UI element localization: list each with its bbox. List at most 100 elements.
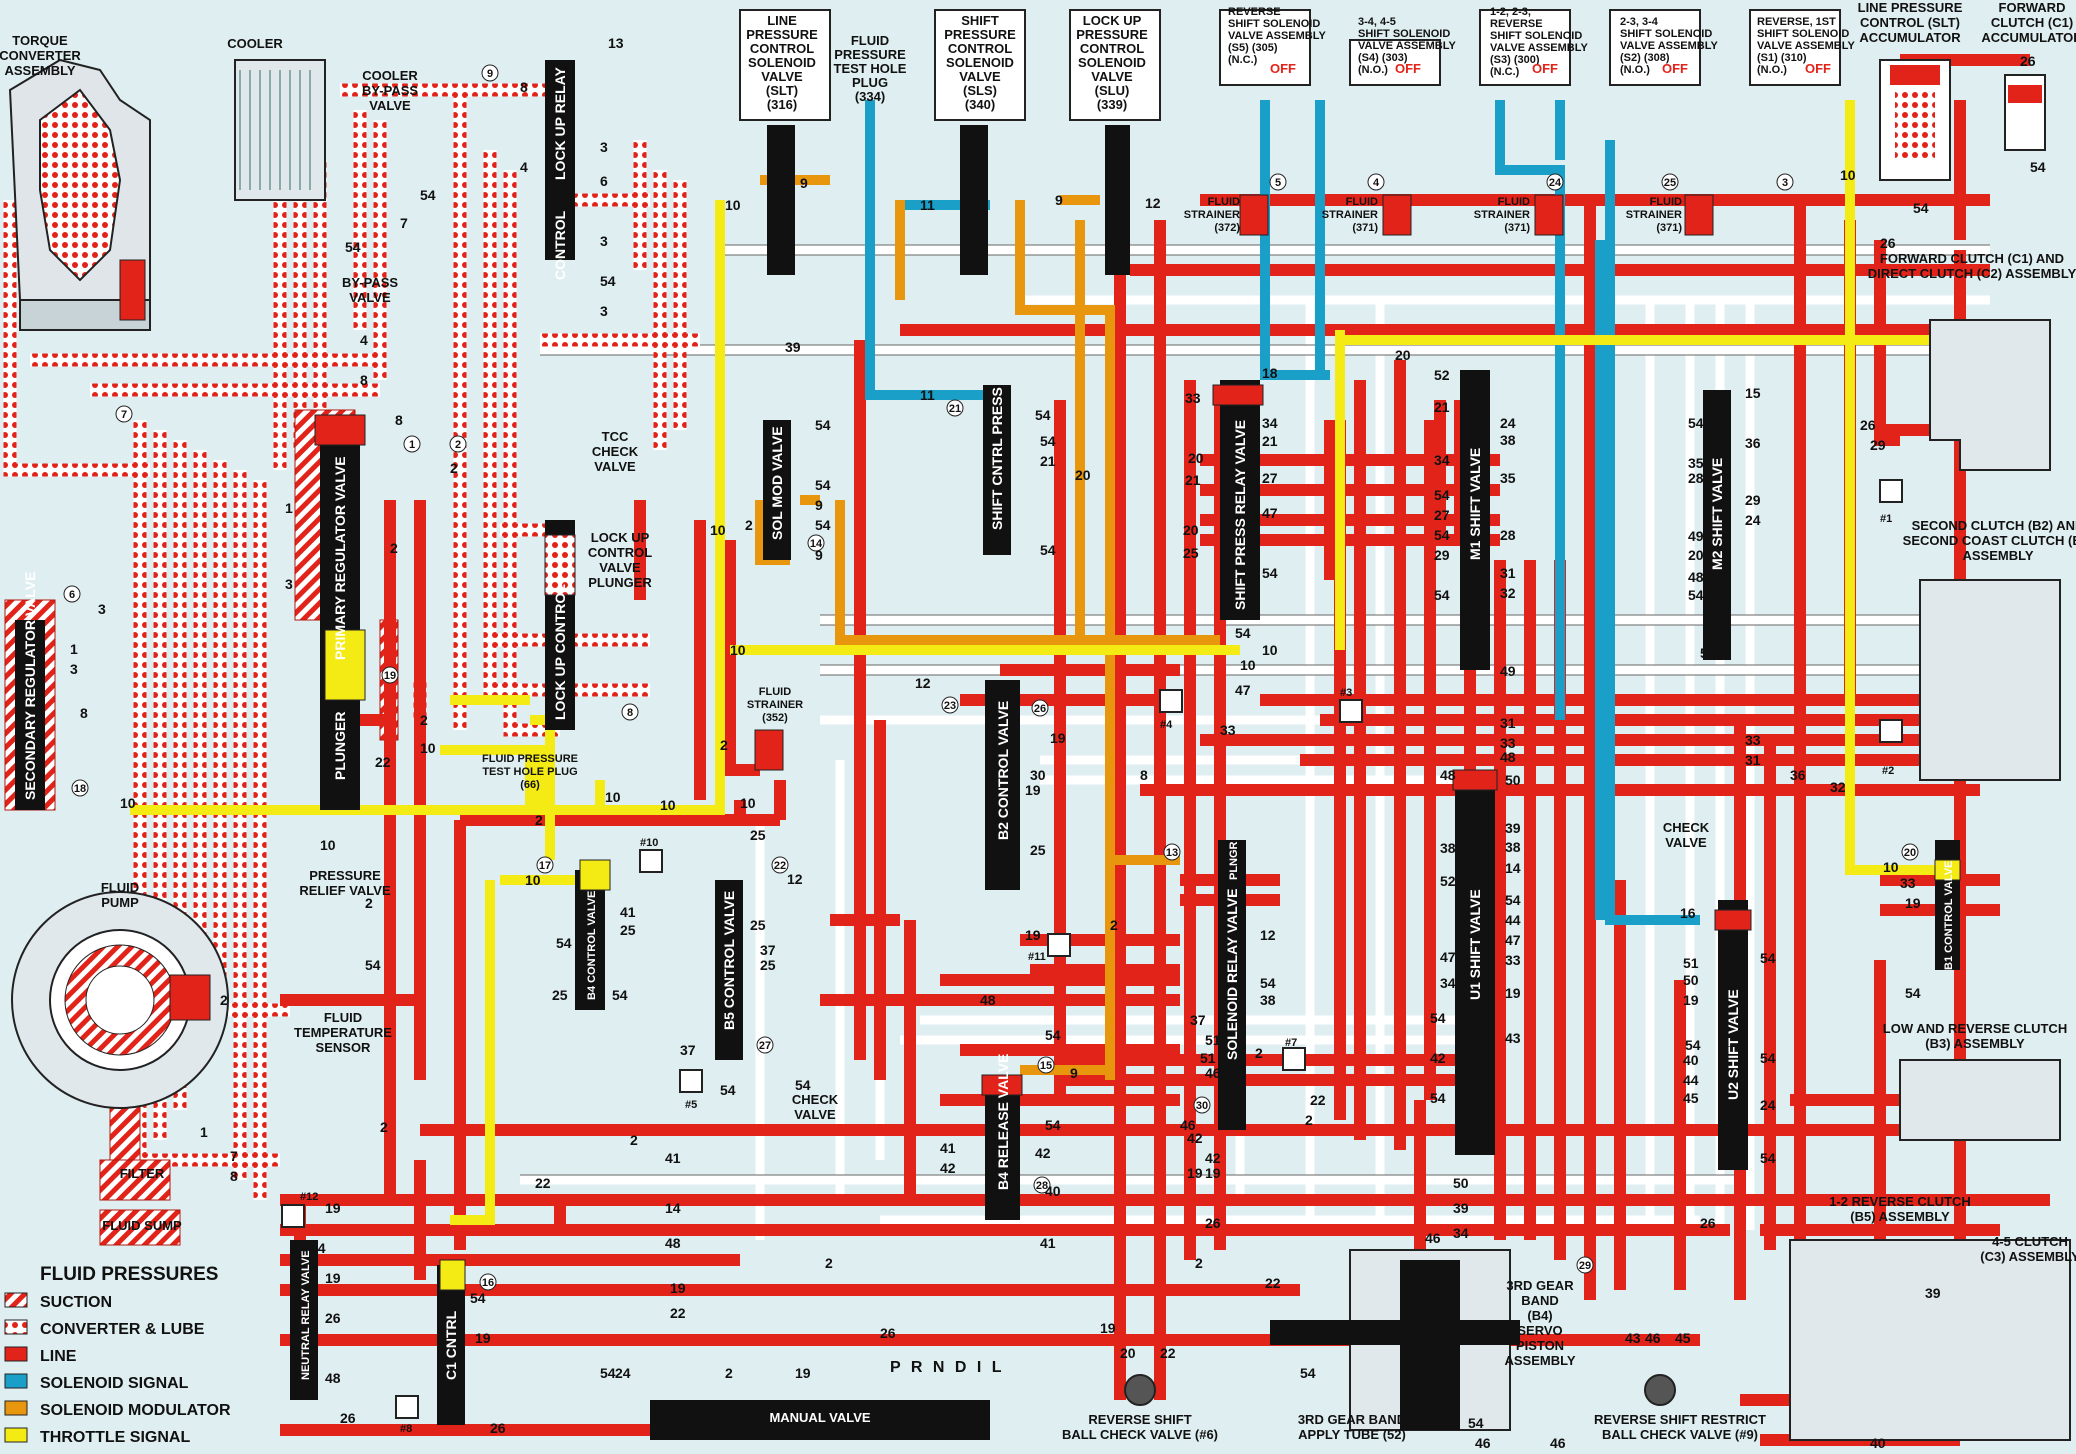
b4-release-text: B4 RELEASE VALVE — [995, 1054, 1011, 1190]
circled-3: 3 — [1776, 173, 1794, 191]
circled-23: 23 — [941, 696, 959, 714]
slt-valve — [767, 125, 795, 275]
svg-text:54: 54 — [612, 987, 628, 1003]
svg-text:4: 4 — [1373, 177, 1380, 189]
svg-text:38: 38 — [1505, 839, 1521, 855]
svg-text:34: 34 — [1453, 1225, 1469, 1241]
svg-text:19: 19 — [1905, 895, 1921, 911]
svg-text:50: 50 — [1453, 1175, 1469, 1191]
svg-text:2: 2 — [1195, 1255, 1203, 1271]
prndl-label: P R N D I L — [890, 1359, 1005, 1376]
svg-text:12: 12 — [1145, 195, 1161, 211]
svg-text:4: 4 — [520, 159, 528, 175]
svg-text:10: 10 — [730, 642, 746, 658]
svg-text:6: 6 — [69, 589, 75, 601]
circled-21: 21 — [946, 399, 964, 417]
control-text: CONTROL — [552, 210, 568, 280]
svg-text:54: 54 — [345, 239, 361, 255]
svg-text:19: 19 — [1025, 782, 1041, 798]
svg-text:51: 51 — [1205, 1032, 1221, 1048]
circled-8: 8 — [621, 703, 639, 721]
svg-text:54: 54 — [1688, 415, 1704, 431]
svg-text:#12: #12 — [300, 1191, 318, 1203]
svg-text:49: 49 — [1688, 528, 1704, 544]
legend-line: LINE — [4, 1346, 77, 1365]
svg-text:25: 25 — [750, 917, 766, 933]
primary-regulator-valve — [320, 430, 360, 810]
shift-pressure-control-valve — [983, 385, 1011, 555]
svg-text:8: 8 — [360, 372, 368, 388]
svg-text:54: 54 — [1700, 645, 1716, 661]
check-balls — [281, 479, 1903, 1419]
shift-press-relay-text: SHIFT PRESS RELAY VALVE — [1232, 420, 1248, 610]
b2-control-valve — [985, 680, 1020, 890]
svg-text:54: 54 — [815, 517, 831, 533]
valve-yellow-plungers — [324, 629, 1961, 1291]
svg-text:47: 47 — [1235, 682, 1251, 698]
svg-text:8: 8 — [395, 412, 403, 428]
circled-27: 27 — [756, 1036, 774, 1054]
svg-text:3: 3 — [70, 661, 78, 677]
svg-text:31: 31 — [1500, 565, 1516, 581]
accumulators — [1879, 59, 2046, 181]
svg-text:18: 18 — [1262, 365, 1278, 381]
b1-control-text: B1 CONTROL VALVE — [1943, 861, 1955, 970]
svg-text:54: 54 — [1260, 975, 1276, 991]
svg-text:54: 54 — [720, 1082, 736, 1098]
neutral-relay-text: NEUTRAL RELAY VALVE — [300, 1250, 312, 1380]
svg-text:10: 10 — [120, 795, 136, 811]
svg-text:12: 12 — [915, 675, 931, 691]
svg-text:CONVERTER & LUBE: CONVERTER & LUBE — [40, 1321, 205, 1338]
svg-text:9: 9 — [1070, 1065, 1078, 1081]
svg-text:51: 51 — [1200, 1050, 1216, 1066]
b4-control-text: B4 CONTROL VALVE — [586, 891, 598, 1000]
circled-4: 4 — [1367, 173, 1385, 191]
legend-solenoid-modulator: SOLENOID MODULATOR — [4, 1400, 231, 1419]
svg-text:29: 29 — [1579, 1260, 1591, 1272]
svg-text:49: 49 — [1500, 663, 1516, 679]
svg-text:26: 26 — [1205, 1215, 1221, 1231]
c1-cntrl-valve — [437, 1265, 465, 1425]
svg-text:40: 40 — [1870, 1435, 1886, 1449]
u2-shift-text: U2 SHIFT VALVE — [1725, 989, 1741, 1100]
lockup-relay-valve — [545, 60, 575, 260]
svg-text:19: 19 — [1100, 1320, 1116, 1336]
svg-text:16: 16 — [482, 1277, 494, 1289]
svg-text:42: 42 — [940, 1160, 956, 1176]
svg-text:10: 10 — [740, 795, 756, 811]
svg-text:25: 25 — [1183, 545, 1199, 561]
svg-text:24: 24 — [1745, 512, 1761, 528]
svg-text:46: 46 — [1550, 1435, 1566, 1449]
svg-text:OFF: OFF — [1532, 61, 1558, 76]
legend-title: FLUID PRESSURES — [40, 1264, 218, 1285]
svg-text:54: 54 — [1430, 1090, 1446, 1106]
legend-suction: SUCTION — [4, 1292, 112, 1311]
svg-text:48: 48 — [665, 1235, 681, 1251]
circled-14: 14 — [807, 534, 825, 552]
svg-text:#1: #1 — [1880, 513, 1892, 525]
circled-16: 16 — [479, 1273, 497, 1291]
svg-text:35: 35 — [1688, 455, 1704, 471]
circled-30: 30 — [1193, 1096, 1211, 1114]
legend: FLUID PRESSURES SUCTION CONVERTER & LUBE… — [4, 1264, 231, 1446]
svg-text:2: 2 — [1110, 917, 1118, 933]
svg-text:36: 36 — [1790, 767, 1806, 783]
svg-text:52: 52 — [1440, 873, 1456, 889]
svg-text:54: 54 — [1434, 527, 1450, 543]
m2-shift-valve — [1703, 390, 1731, 660]
svg-text:25: 25 — [750, 827, 766, 843]
solenoid-relay-valve — [1218, 840, 1246, 1130]
svg-text:19: 19 — [475, 1330, 491, 1346]
svg-text:19: 19 — [1683, 992, 1699, 1008]
svg-text:3: 3 — [600, 233, 608, 249]
svg-text:54: 54 — [420, 187, 436, 203]
svg-text:54: 54 — [1300, 1365, 1316, 1381]
svg-text:54: 54 — [1468, 1415, 1484, 1431]
